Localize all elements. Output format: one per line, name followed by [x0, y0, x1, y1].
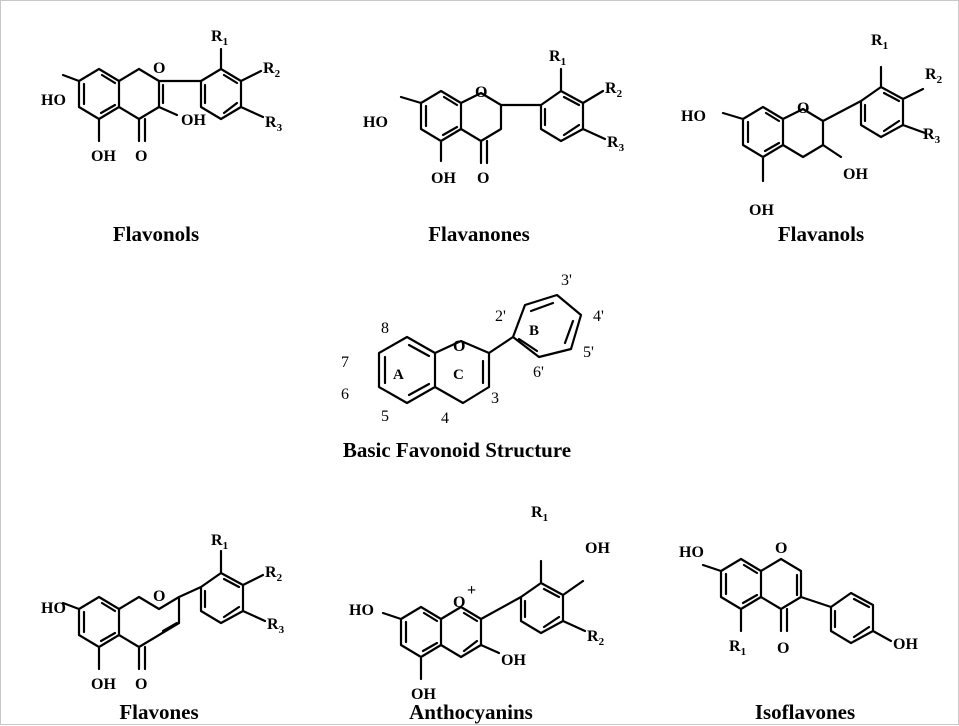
flavones-ho-label: HO [41, 600, 66, 617]
flavonols-r1-label: R1 [211, 28, 228, 48]
basic-position-2p: 2' [495, 308, 506, 325]
flavonols-oh5-label: OH [91, 148, 116, 165]
flavonols-r3-label: R3 [265, 114, 283, 134]
flavanols-r3-label: R3 [923, 126, 941, 146]
anthocyanins-ring-o-label: O [453, 594, 465, 611]
basic-ring-a-label: A [393, 367, 404, 383]
flavones-bonds [61, 549, 267, 671]
anthocyanins-r2-label: R2 [587, 628, 605, 648]
basic-caption: Basic Favonoid Structure [343, 438, 571, 462]
flavonols-ring-o-label: O [153, 60, 165, 77]
anthocyanins-caption: Anthocyanins [409, 700, 533, 724]
basic-position-8: 8 [381, 320, 389, 337]
flavanones-ho-label: HO [363, 114, 388, 131]
flavanols-ring-o-label: O [797, 100, 809, 117]
flavonols-keto-o-label: O [135, 148, 147, 165]
basic-position-3: 3 [491, 390, 499, 407]
flavanols-r2-label: R2 [925, 66, 943, 86]
basic-position-5: 5 [381, 408, 389, 425]
structure-flavones: HO OH O O R1 R2 R3 Flavones [41, 532, 285, 724]
flavanones-bonds [399, 67, 607, 165]
flavones-ring-o-label: O [153, 588, 165, 605]
flavanols-r1-label: R1 [871, 32, 888, 52]
anthocyanins-charge-label: + [467, 582, 476, 599]
anthocyanins-ho-label: HO [349, 602, 374, 619]
flavanols-oh3-label: OH [843, 166, 868, 183]
anthocyanins-oh5-label: OH [411, 686, 436, 703]
flavanones-oh5-label: OH [431, 170, 456, 187]
basic-position-7: 7 [341, 354, 349, 371]
basic-position-3p: 3' [561, 272, 572, 289]
flavonols-oh3-label: OH [181, 112, 206, 129]
flavones-r1-label: R1 [211, 532, 228, 552]
basic-position-4: 4 [441, 410, 449, 427]
flavones-keto-o-label: O [135, 676, 147, 693]
structure-isoflavones: HO O O R1 OH Isoflavones [679, 540, 918, 724]
structure-flavanols: HO OH OH O R1 R2 R3 Flavanols [681, 32, 943, 246]
flavonols-bonds [61, 47, 265, 143]
structure-flavanones: HO OH O O R1 R2 R3 Flavanones [363, 48, 625, 246]
flavanols-bonds [721, 65, 927, 183]
flavanols-ho-label: HO [681, 108, 706, 125]
basic-position-6p: 6' [533, 364, 544, 381]
isoflavones-r1-label: R1 [729, 638, 746, 658]
basic-position-5p: 5' [583, 344, 594, 361]
isoflavones-ho-label: HO [679, 544, 704, 561]
isoflavones-ring-o-label: O [775, 540, 787, 557]
flavones-r2-label: R2 [265, 564, 283, 584]
flavanones-caption: Flavanones [428, 222, 530, 246]
anthocyanins-oh4p-label: OH [585, 540, 610, 557]
flavonols-ho-label: HO [41, 92, 66, 109]
flavanones-r3-label: R3 [607, 134, 625, 154]
flavonols-caption: Flavonols [113, 222, 199, 246]
isoflavones-keto-o-label: O [777, 640, 789, 657]
basic-ring-c-label: C [453, 367, 464, 383]
flavanols-caption: Flavanols [778, 222, 864, 246]
flavanones-ring-o-label: O [475, 84, 487, 101]
basic-ring-o-label: O [453, 338, 465, 355]
flavonols-r2-label: R2 [263, 60, 281, 80]
flavones-caption: Flavones [119, 700, 198, 724]
basic-ring-b-label: B [529, 323, 539, 339]
basic-position-4p: 4' [593, 308, 604, 325]
anthocyanins-oh3-label: OH [501, 652, 526, 669]
structure-basic-flavonoid: O A C B 8 7 6 5 4 3 2' 3' 4' 5' 6' Basic… [341, 272, 604, 462]
flavanols-oh5-label: OH [749, 202, 774, 219]
flavanones-r2-label: R2 [605, 80, 623, 100]
flavones-r3-label: R3 [267, 616, 285, 636]
isoflavones-bonds [701, 557, 893, 645]
isoflavones-oh4p-label: OH [893, 636, 918, 653]
flavones-oh5-label: OH [91, 676, 116, 693]
anthocyanins-r1-label: R1 [531, 504, 548, 524]
flavanones-keto-o-label: O [477, 170, 489, 187]
anthocyanins-bonds [381, 559, 587, 681]
isoflavones-caption: Isoflavones [755, 700, 855, 724]
flavanones-r1-label: R1 [549, 48, 566, 68]
basic-position-6: 6 [341, 386, 349, 403]
structure-flavonols: HO OH O OH O R1 R2 R3 Flavonols [41, 28, 283, 246]
structure-anthocyanins: HO OH OH OH O + R1 R2 Anthocyanins [349, 504, 610, 724]
basic-bonds [377, 293, 583, 405]
